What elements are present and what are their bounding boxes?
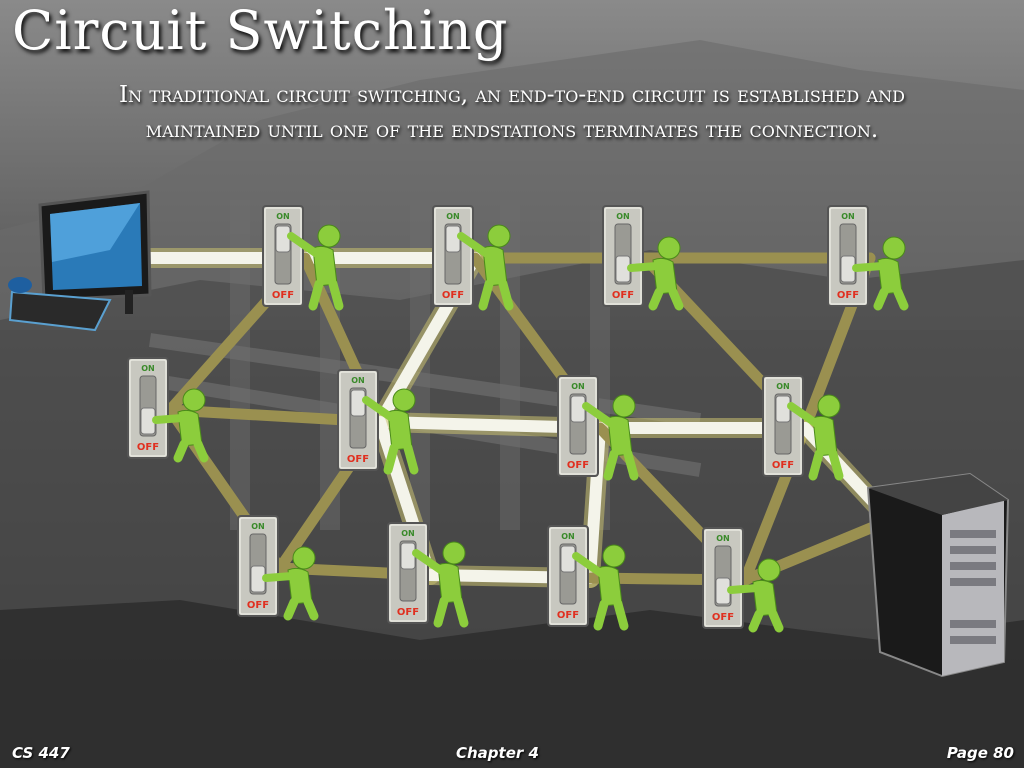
- switch-node: ON OFF: [237, 515, 319, 621]
- toggle-switch-icon: [262, 205, 304, 307]
- switch-node: ON OFF: [557, 375, 639, 481]
- switch-off-label: OFF: [347, 454, 369, 465]
- switch-node: ON OFF: [827, 205, 909, 311]
- switch-on-label: ON: [401, 529, 415, 538]
- toggle-switch-icon: [237, 515, 279, 617]
- toggle-switch-icon: [387, 522, 429, 624]
- switch-on-label: ON: [571, 382, 585, 391]
- person-figure-icon: [727, 558, 784, 633]
- server-tower-icon: [866, 472, 1010, 678]
- switch-node: ON OFF: [262, 205, 344, 311]
- person-figure-icon: [412, 541, 469, 628]
- person-figure-icon: [582, 394, 639, 481]
- toggle-switch-icon: [762, 375, 804, 477]
- switch-off-label: OFF: [442, 290, 464, 301]
- switch-on-label: ON: [716, 534, 730, 543]
- switch-on-label: ON: [351, 376, 365, 385]
- person-figure-icon: [572, 544, 629, 631]
- footer-chapter: Chapter 4: [456, 744, 539, 762]
- switch-off-label: OFF: [612, 290, 634, 301]
- toggle-switch-icon: [827, 205, 869, 307]
- person-figure-icon: [627, 236, 684, 311]
- person-figure-icon: [852, 236, 909, 311]
- switch-on-label: ON: [251, 522, 265, 531]
- switch-off-label: OFF: [557, 610, 579, 621]
- switch-off-label: OFF: [272, 290, 294, 301]
- person-figure-icon: [152, 388, 209, 463]
- switch-on-label: ON: [616, 212, 630, 221]
- switch-node: ON OFF: [432, 205, 514, 311]
- switch-on-label: ON: [141, 364, 155, 373]
- switch-off-label: OFF: [712, 612, 734, 623]
- switch-node: ON OFF: [602, 205, 684, 311]
- toggle-switch-icon: [557, 375, 599, 477]
- toggle-switch-icon: [547, 525, 589, 627]
- toggle-switch-icon: [127, 357, 169, 459]
- switch-off-label: OFF: [137, 442, 159, 453]
- slide-title: Circuit Switching: [12, 0, 509, 62]
- toggle-switch-icon: [432, 205, 474, 307]
- switch-off-label: OFF: [772, 460, 794, 471]
- person-figure-icon: [787, 394, 844, 481]
- switch-on-label: ON: [776, 382, 790, 391]
- switch-node: ON OFF: [337, 369, 419, 475]
- toggle-switch-icon: [602, 205, 644, 307]
- toggle-switch-icon: [702, 527, 744, 629]
- switch-on-label: ON: [841, 212, 855, 221]
- switch-node: ON OFF: [702, 527, 784, 633]
- switch-node: ON OFF: [127, 357, 209, 463]
- switch-off-label: OFF: [837, 290, 859, 301]
- desktop-computer-icon: [8, 190, 152, 332]
- switch-on-label: ON: [446, 212, 460, 221]
- switch-on-label: ON: [276, 212, 290, 221]
- toggle-switch-icon: [337, 369, 379, 471]
- switch-on-label: ON: [561, 532, 575, 541]
- switch-off-label: OFF: [397, 607, 419, 618]
- switch-off-label: OFF: [567, 460, 589, 471]
- switch-node: ON OFF: [762, 375, 844, 481]
- switch-nodes: ON OFF ON OFF ON OFF: [127, 205, 909, 633]
- switch-node: ON OFF: [387, 522, 469, 628]
- person-figure-icon: [457, 224, 514, 311]
- slide-subtitle: In traditional circuit switching, an end…: [119, 82, 905, 143]
- footer-page: Page 80: [946, 744, 1014, 762]
- person-figure-icon: [362, 388, 419, 475]
- switch-node: ON OFF: [547, 525, 629, 631]
- person-figure-icon: [262, 546, 319, 621]
- switch-off-label: OFF: [247, 600, 269, 611]
- footer-course: CS 447: [12, 744, 70, 762]
- person-figure-icon: [287, 224, 344, 311]
